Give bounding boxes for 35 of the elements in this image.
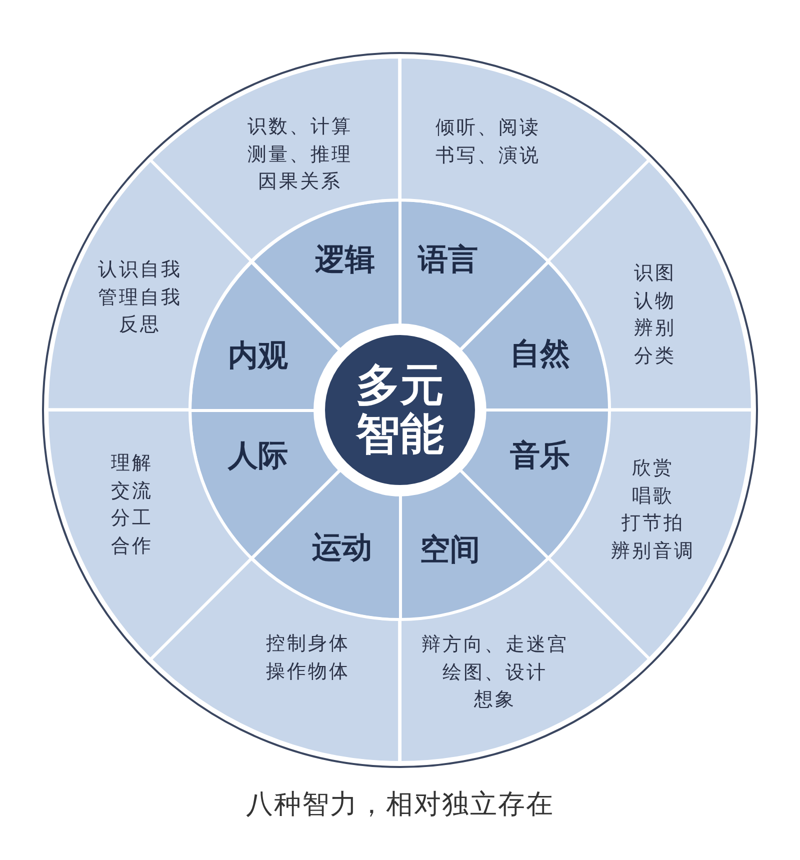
caption: 八种智力，相对独立存在 (246, 789, 554, 820)
skill-text: 分类 (634, 344, 676, 369)
skill-text: 操作物体 (266, 658, 350, 684)
skill-text: 倾听、阅读 (436, 115, 540, 140)
skill-text: 辩方向、走迷宫 (422, 632, 568, 658)
intelligence-name: 逻辑 (314, 244, 375, 276)
skill-text: 测量、推理 (247, 142, 352, 168)
skill-text: 唱歌 (632, 483, 674, 508)
skill-text: 辨别音调 (610, 538, 695, 564)
skill-text: 欣赏 (632, 456, 674, 481)
intelligence-name: 音乐 (510, 440, 570, 472)
skill-text: 控制身体 (266, 631, 350, 656)
skill-text: 反思 (119, 312, 161, 338)
intelligence-name: 内观 (228, 339, 288, 372)
skill-text: 想象 (474, 688, 516, 713)
skill-text: 绘图、设计 (442, 660, 548, 686)
skill-text: 理解 (111, 450, 153, 476)
intelligence-name: 自然 (510, 337, 570, 370)
skill-text: 书写、演说 (436, 143, 540, 168)
skill-text: 认识自我 (98, 258, 182, 283)
skill-text: 合作 (111, 534, 153, 559)
intelligence-name: 运动 (312, 531, 372, 564)
intelligence-name: 空间 (420, 533, 480, 566)
skill-text: 识图 (634, 260, 676, 286)
skill-text: 认物 (634, 288, 676, 314)
skill-text: 识数、计算 (247, 114, 352, 140)
skill-text: 管理自我 (98, 285, 182, 310)
intelligence-name: 人际 (228, 440, 288, 472)
skill-text: 因果关系 (258, 170, 342, 195)
skill-text: 打节拍 (621, 511, 684, 536)
center-title: 多元智能 (356, 360, 444, 460)
skill-text: 辨别 (634, 316, 676, 341)
skill-text: 交流 (111, 478, 153, 504)
intelligence-name: 语言 (418, 244, 478, 276)
skill-text: 分工 (111, 506, 153, 531)
